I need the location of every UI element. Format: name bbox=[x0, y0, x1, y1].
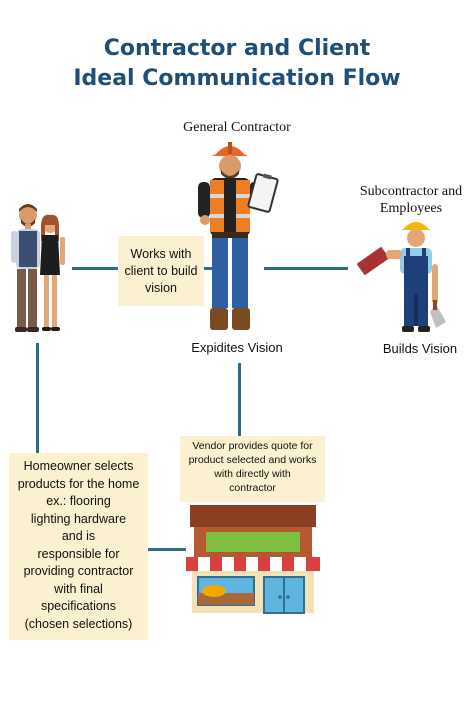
homeowner-line: specifications bbox=[40, 599, 117, 613]
homeowner-line: lighting hardware bbox=[30, 511, 127, 526]
works-with-client-line: Works with bbox=[130, 247, 192, 261]
vendor-line: contractor bbox=[229, 482, 276, 494]
connector-couple-to-box bbox=[72, 267, 118, 270]
homeowner-line: products for the home bbox=[17, 476, 140, 491]
vendor-line: with directly with bbox=[214, 468, 291, 480]
works-with-client-box: Works with client to build vision bbox=[118, 236, 204, 306]
vendor-line: product selected and works bbox=[188, 454, 317, 466]
works-with-client-line: vision bbox=[145, 281, 177, 295]
homeowner-line: with final bbox=[54, 581, 103, 596]
homeowner-line: and is bbox=[61, 529, 96, 543]
connector-couple-to-homeowner bbox=[36, 343, 39, 453]
connector-homeowner-to-store bbox=[148, 548, 186, 551]
connector-contractor-to-vendor bbox=[238, 363, 241, 437]
diagram-title-line1: Contractor and Client bbox=[103, 36, 371, 61]
subcontractor-label-line1: Subcontractor and bbox=[359, 184, 463, 199]
connector-contractor-to-worker bbox=[264, 267, 348, 270]
couple-icon bbox=[11, 204, 65, 332]
contractor-icon bbox=[198, 142, 279, 330]
vendor-line: Vendor provides quote for bbox=[192, 440, 313, 452]
worker-icon bbox=[357, 222, 446, 332]
homeowner-box: Homeowner selects products for the home … bbox=[9, 453, 148, 640]
builds-vision-caption: Builds Vision bbox=[382, 341, 458, 356]
works-with-client-line: client to build bbox=[124, 264, 198, 278]
store-icon bbox=[186, 505, 320, 614]
subcontractor-label-line2: Employees bbox=[379, 201, 443, 216]
homeowner-line: providing contractor bbox=[23, 564, 134, 578]
diagram-title-line2: Ideal Communication Flow bbox=[73, 66, 401, 91]
homeowner-line: ex.: flooring bbox=[46, 494, 111, 508]
connector-box-to-contractor bbox=[204, 267, 212, 270]
homeowner-line: (chosen selections) bbox=[24, 616, 133, 631]
vendor-box: Vendor provides quote for product select… bbox=[180, 436, 325, 502]
homeowner-line: Homeowner selects bbox=[23, 459, 134, 473]
expidites-vision-caption: Expidites Vision bbox=[191, 340, 283, 355]
homeowner-line: responsible for bbox=[37, 546, 120, 561]
general-contractor-label: General Contractor bbox=[183, 120, 291, 135]
